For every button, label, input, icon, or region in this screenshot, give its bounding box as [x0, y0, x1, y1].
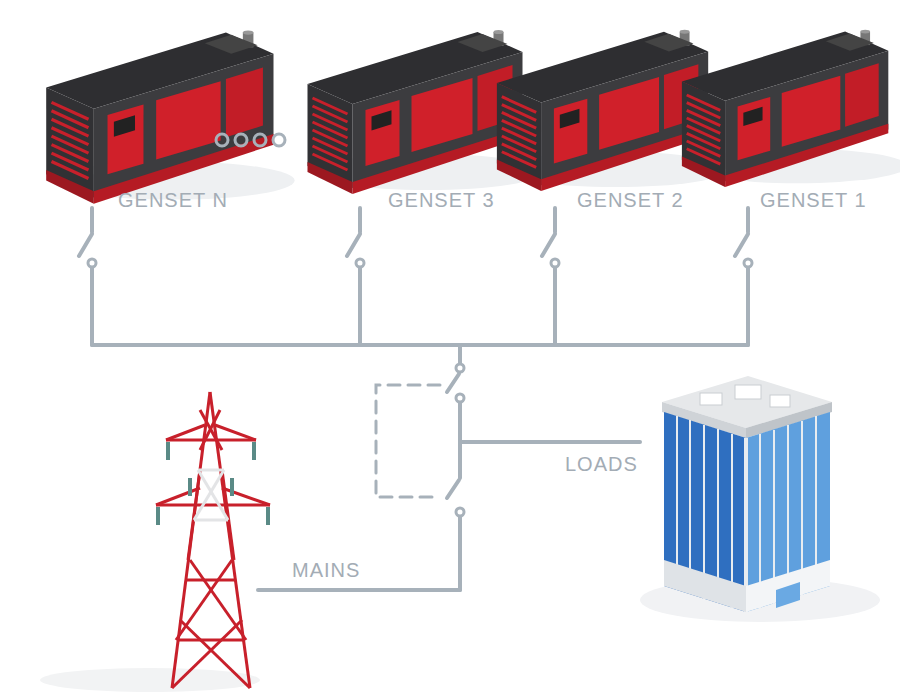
genset-label: GENSET 2	[577, 188, 684, 212]
mains-label: MAINS	[292, 558, 360, 582]
loads-label: LOADS	[565, 452, 638, 476]
genset-illustration	[682, 30, 900, 187]
tower-illustration	[40, 392, 270, 692]
ellipsis-dots	[216, 134, 285, 146]
genset-label: GENSET 1	[760, 188, 867, 212]
genset-label: GENSET 3	[388, 188, 495, 212]
wiring	[79, 208, 752, 590]
genset-illustration	[46, 30, 294, 203]
genset-label: GENSET N	[118, 188, 228, 212]
building-illustration	[640, 376, 880, 622]
